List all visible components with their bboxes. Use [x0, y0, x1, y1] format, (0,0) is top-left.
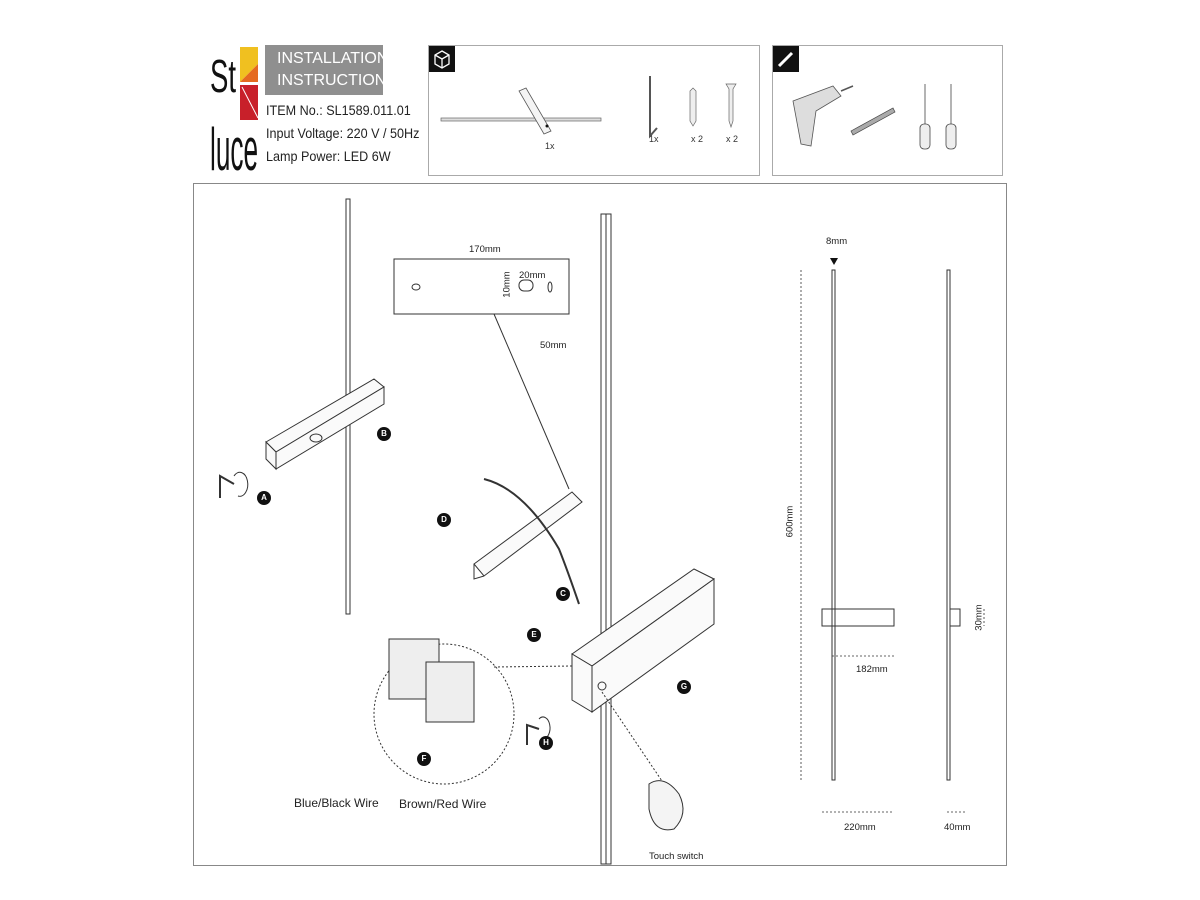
step-marker-c: C — [556, 587, 570, 601]
step-marker-b: B — [377, 427, 391, 441]
svg-text:luce: luce — [210, 116, 258, 172]
base-height-dim: 30mm — [973, 604, 985, 631]
thickness-dim: 8mm — [826, 236, 848, 247]
parts-panel: 1x 1x x 2 x 2 — [428, 45, 760, 176]
slot-height-dim: 10mm — [501, 271, 513, 298]
package-icon — [429, 46, 455, 72]
depth-dim: 40mm — [944, 822, 971, 833]
input-voltage: Input Voltage: 220 V / 50Hz — [266, 125, 420, 141]
installation-diagram: 170mm 20mm 10mm 50mm A B C D E F G H Blu… — [193, 183, 1007, 866]
step-marker-h: H — [539, 736, 553, 750]
parts-drawing — [440, 76, 737, 139]
svg-text:St: St — [210, 50, 236, 102]
bracket-width-dim: 170mm — [469, 244, 501, 255]
touch-switch-label: Touch switch — [649, 851, 704, 862]
screw-qty: x 2 — [726, 134, 739, 144]
offset-dim: 50mm — [540, 340, 567, 351]
lamp-qty: 1x — [545, 141, 555, 151]
step-marker-e: E — [527, 628, 541, 642]
step-marker-a: A — [257, 491, 271, 505]
step-marker-g: G — [677, 680, 691, 694]
height-dim: 600mm — [784, 505, 796, 538]
title-banner: INSTALLATION INSTRUCTIONS — [265, 45, 397, 95]
lamp-power: Lamp Power: LED 6W — [266, 148, 391, 164]
slot-width-dim: 20mm — [519, 270, 546, 281]
title-line-1: INSTALLATION — [277, 50, 389, 67]
step-marker-f: F — [417, 752, 431, 766]
dowel-qty: x 2 — [691, 134, 704, 144]
key-qty: 1x — [649, 134, 659, 144]
step-marker-d: D — [437, 513, 451, 527]
blue-black-wire-label: Blue/Black Wire — [294, 796, 379, 810]
tools-panel — [772, 45, 1003, 176]
item-number: ITEM No.: SL1589.011.01 — [266, 102, 411, 118]
screwdriver-icon — [773, 46, 799, 72]
brand-logo: St luce — [210, 42, 262, 183]
title-line-2: INSTRUCTIONS — [277, 72, 397, 89]
brown-red-wire-label: Brown/Red Wire — [399, 797, 487, 811]
base-width-dim: 182mm — [856, 664, 888, 675]
total-width-dim: 220mm — [844, 822, 876, 833]
diagram-drawing — [219, 198, 985, 865]
tools-drawing — [792, 84, 957, 150]
